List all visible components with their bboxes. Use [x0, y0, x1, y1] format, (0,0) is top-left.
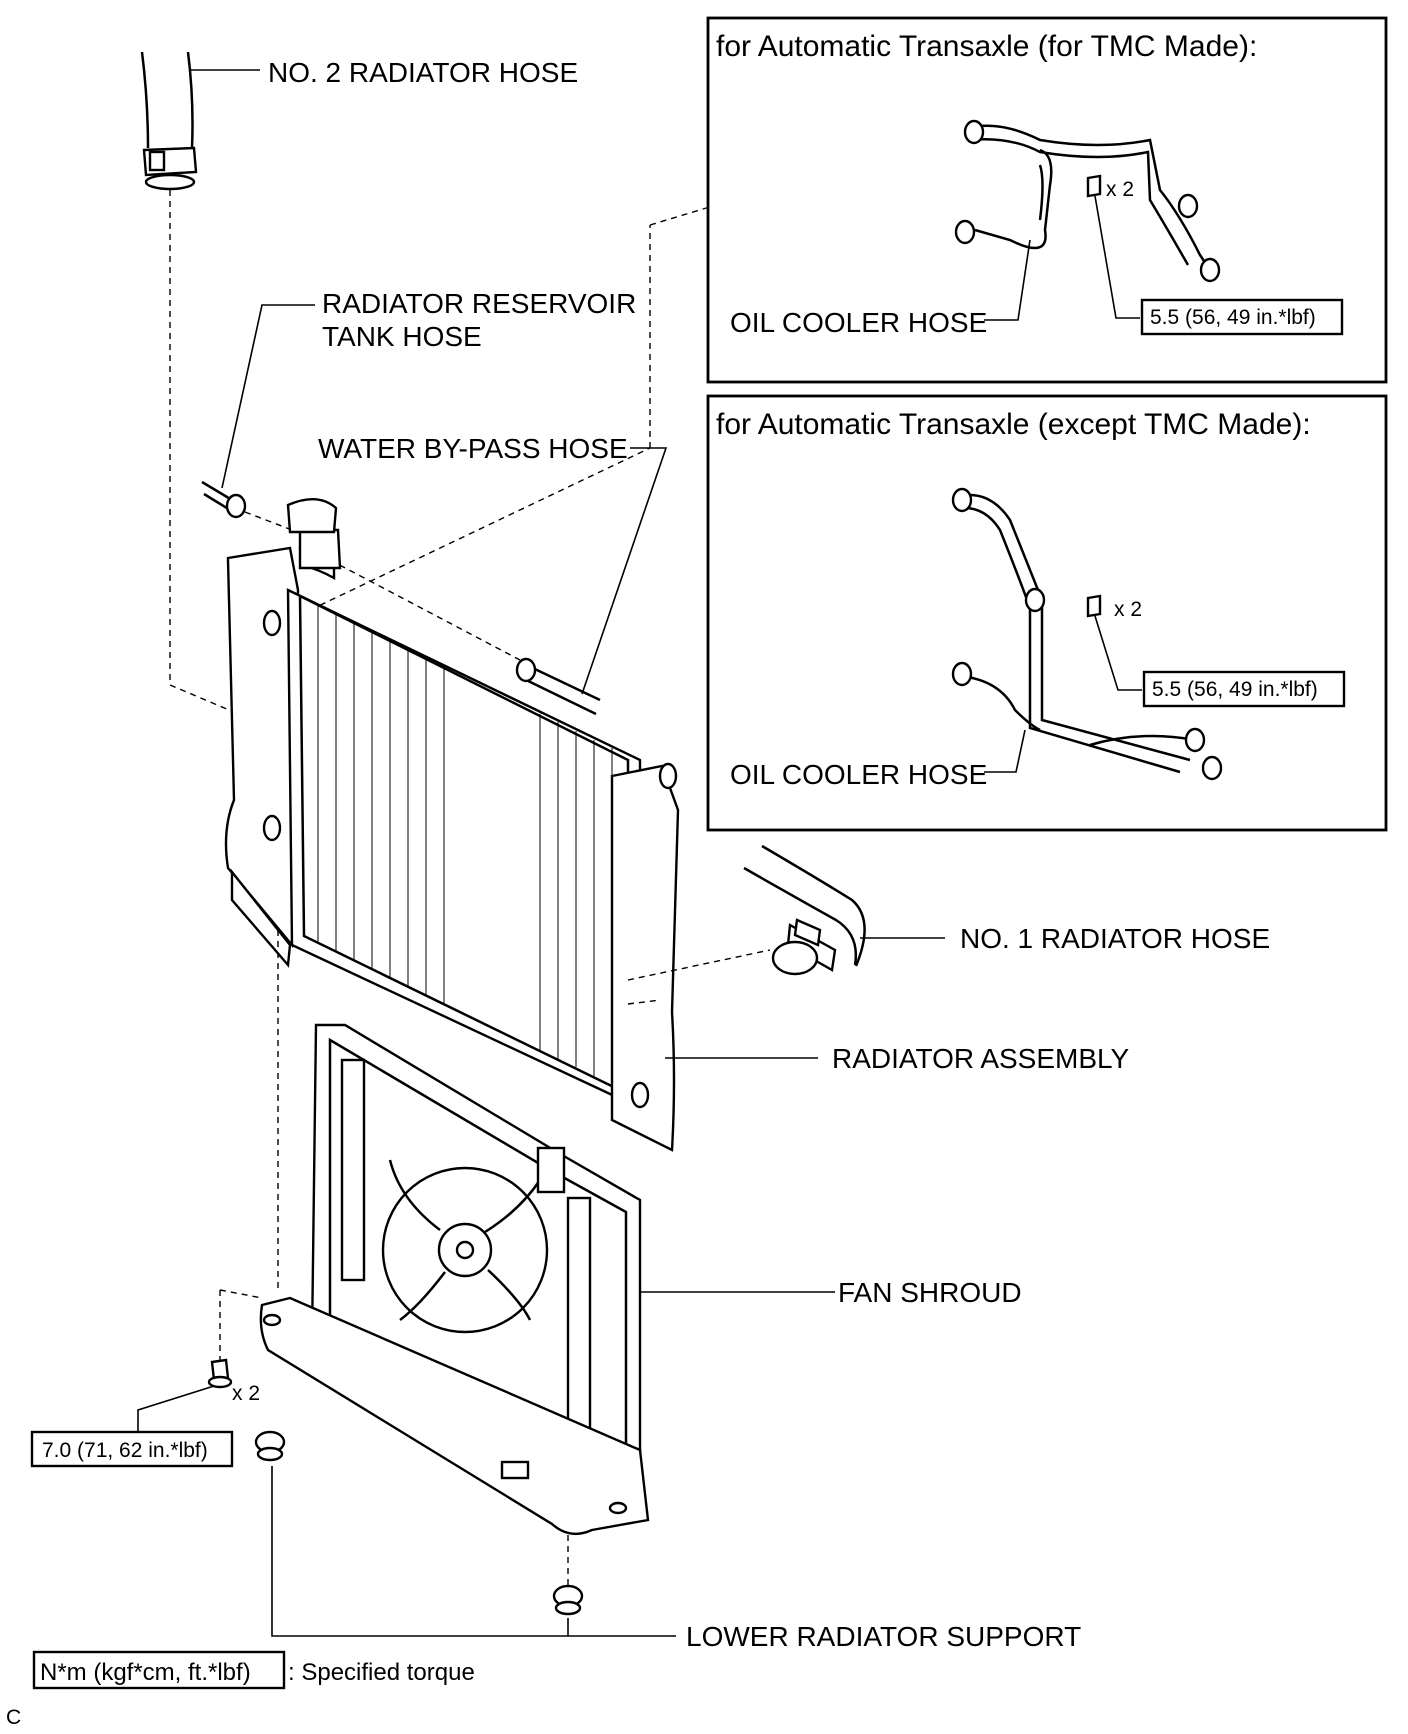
inset-tmc-made: for Automatic Transaxle (for TMC Made): … — [706, 16, 1388, 384]
water-bypass-hose-drawing — [309, 129, 966, 716]
fan-shroud-label: FAN SHROUD — [838, 1277, 1022, 1308]
bolt-torque-callout: 7.0 (71, 62 in.*lbf) — [30, 1385, 234, 1468]
radiator-assembly-drawing — [224, 498, 771, 1290]
no2-radiator-hose-callout: NO. 2 RADIATOR HOSE — [190, 57, 578, 88]
inset-except-tmc-hoses: x 2 — [951, 487, 1223, 781]
no1-radiator-hose-drawing — [743, 844, 866, 976]
inset-except-tmc-made: for Automatic Transaxle (except TMC Made… — [706, 394, 1388, 832]
inset-tmc-hoses: x 2 — [954, 119, 1221, 283]
reservoir-tank-hose-callout: RADIATOR RESERVOIR TANK HOSE — [221, 288, 636, 489]
fan-shroud-drawing — [219, 1023, 650, 1594]
bolt-quantity: x 2 — [232, 1382, 260, 1405]
bolt-torque-value: 7.0 (71, 62 in.*lbf) — [42, 1439, 208, 1462]
fan-shroud-callout: FAN SHROUD — [640, 1277, 1022, 1308]
reservoir-tank-hose-label-1: RADIATOR RESERVOIR — [322, 288, 636, 319]
radiator-assembly-callout: RADIATOR ASSEMBLY — [665, 1043, 1130, 1074]
no2-radiator-hose-label: NO. 2 RADIATOR HOSE — [268, 57, 578, 88]
inset-tmc-title: for Automatic Transaxle (for TMC Made): — [716, 30, 1257, 63]
inset-except-tmc-torque: 5.5 (56, 49 in.*lbf) — [1152, 678, 1318, 701]
no2-radiator-hose-drawing — [140, 51, 301, 741]
inset-except-tmc-quantity: x 2 — [1114, 598, 1142, 621]
bolt-drawing: x 2 — [207, 1290, 260, 1405]
inset-tmc-quantity: x 2 — [1106, 178, 1134, 201]
legend-text: : Specified torque — [288, 1659, 475, 1686]
water-bypass-hose-label: WATER BY-PASS HOSE — [318, 433, 628, 464]
no1-radiator-hose-label: NO. 1 RADIATOR HOSE — [960, 923, 1270, 954]
lower-radiator-support-label: LOWER RADIATOR SUPPORT — [686, 1621, 1081, 1652]
lower-radiator-support-drawing — [254, 1430, 584, 1616]
radiator-core-fins — [317, 606, 613, 1085]
water-bypass-hose-callout: WATER BY-PASS HOSE — [318, 433, 668, 695]
inset-tmc-hose-label: OIL COOLER HOSE — [730, 307, 987, 338]
reservoir-tank-hose-drawing — [201, 480, 293, 531]
no1-radiator-hose-callout: NO. 1 RADIATOR HOSE — [860, 923, 1270, 954]
torque-legend: N*m (kgf*cm, ft.*lbf) : Specified torque — [32, 1650, 475, 1690]
inset-except-tmc-title: for Automatic Transaxle (except TMC Made… — [716, 408, 1311, 441]
inset-except-tmc-hose-label: OIL COOLER HOSE — [730, 759, 987, 790]
footer-code: C — [6, 1706, 21, 1729]
reservoir-tank-hose-label-2: TANK HOSE — [322, 321, 482, 352]
lower-radiator-support-callout: LOWER RADIATOR SUPPORT — [271, 1466, 1081, 1652]
legend-unit-box: N*m (kgf*cm, ft.*lbf) — [40, 1659, 251, 1686]
radiator-assembly-label: RADIATOR ASSEMBLY — [832, 1043, 1130, 1074]
inset-tmc-torque: 5.5 (56, 49 in.*lbf) — [1150, 306, 1316, 329]
